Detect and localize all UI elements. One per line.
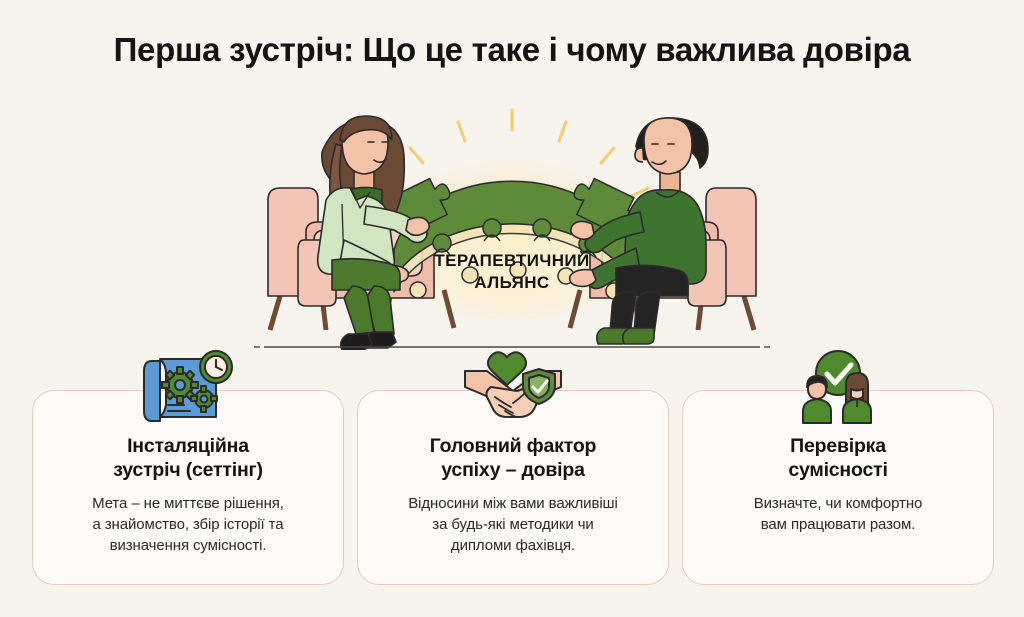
card-title-line1: Інсталяційна	[127, 435, 249, 457]
card-body-line1: Мета – не миттєве рішення,	[92, 494, 284, 512]
card-title-line2: сумісності	[788, 458, 888, 481]
card-title: Перевірка сумісності	[701, 435, 975, 483]
figure-therapist-woman	[316, 115, 430, 350]
therapy-session-illustration: ТЕРАПЕВТИЧНИЙ АЛЬЯНС	[254, 108, 770, 350]
alliance-label-line2: АЛЬЯНС	[474, 273, 549, 292]
card-title: Головний фактор успіху – довіра	[376, 435, 650, 483]
card-trust-factor: Головний фактор успіху – довіра Відносин…	[357, 351, 669, 585]
figure-client-man	[568, 117, 709, 345]
card-compatibility-check: Перевірка сумісності Визначте, чи комфор…	[682, 350, 994, 585]
card-body: Мета – не миттєве рішення, а знайомство,…	[51, 493, 325, 557]
hero-illustration: ТЕРАПЕВТИЧНИЙ АЛЬЯНС	[248, 100, 776, 350]
card-title: Інсталяційна зустріч (сеттінг)	[51, 435, 325, 483]
card-body-line1: Відносини між вами важливіші	[408, 494, 618, 512]
card-body: Відносини між вами важливіші за будь-які…	[376, 493, 650, 557]
two-people-check-icon	[786, 349, 890, 425]
page-title: Перша зустріч: Що це таке і чому важлива…	[113, 31, 911, 68]
card-title-line1: Перевірка	[790, 435, 886, 457]
card-body-line2: вам працювати разом.	[760, 515, 916, 533]
card-body-line2: за будь-які методики чи	[432, 515, 594, 533]
card-body-line3: визначення сумісності.	[109, 537, 267, 555]
card-body-line1: Визначте, чи комфортно	[753, 494, 923, 512]
card-setting-meeting: Інсталяційна зустріч (сеттінг) Мета – не…	[32, 350, 344, 585]
alliance-label-line1: ТЕРАПЕВТИЧНИЙ	[434, 251, 589, 270]
card-title-line1: Головний фактор	[429, 435, 597, 457]
card-title-line2: зустріч (сеттінг)	[113, 458, 263, 481]
handshake-heart-shield-icon	[461, 349, 565, 425]
card-title-line2: успіху – довіра	[441, 458, 585, 481]
blueprint-gears-clock-icon	[136, 349, 240, 425]
card-body-line3: дипломи фахівця.	[450, 537, 576, 555]
card-body: Визначте, чи комфортно вам працювати раз…	[701, 493, 975, 536]
card-body-line2: а знайомство, збір історії та	[92, 515, 284, 533]
cards-row: Інсталяційна зустріч (сеттінг) Мета – не…	[32, 350, 994, 585]
